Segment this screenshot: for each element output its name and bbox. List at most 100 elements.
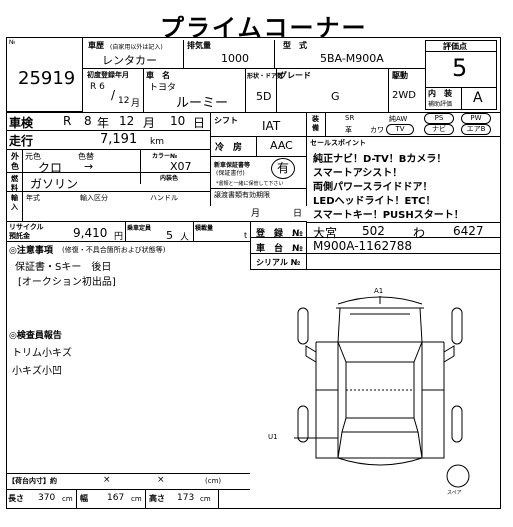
capacity-value: 5	[166, 229, 173, 242]
fuel-label-2: 料	[11, 184, 18, 192]
doors-label: 形状・ドア数	[247, 73, 284, 80]
first-reg-era: R 6	[90, 82, 105, 92]
inspector-heading: ◎検査員報告	[9, 331, 62, 341]
model-label: 型 式	[283, 41, 307, 50]
equip-airbag: エアB	[461, 124, 491, 135]
interior-grade: A	[473, 90, 483, 106]
score-label: 評価点	[443, 42, 467, 51]
sales-point-5: スマートキー！PUSHスタート！	[313, 210, 464, 221]
note-line-2: [オークション初出品]	[18, 277, 116, 288]
import-label-2: 入	[11, 203, 18, 211]
inspection-label: 車検	[9, 116, 34, 130]
recycle-value: 9,410	[73, 226, 108, 240]
sales-point-4: LEDヘッドライト！ETC！	[313, 196, 436, 207]
diagram-label-a1: A1	[374, 287, 384, 295]
color-value: クロ	[38, 161, 63, 175]
capacity-unit: 人	[180, 233, 190, 243]
notes-heading-sub: (修復・不具合箇所および状態等)	[62, 246, 166, 254]
length-label: 長さ	[8, 494, 24, 503]
cargo-unit: (cm)	[205, 477, 222, 485]
reg-area: 大宮	[313, 226, 338, 240]
car-history-label: 車歴	[88, 41, 104, 50]
first-reg-slash: /	[111, 88, 116, 102]
registration-label: 登 録 №	[256, 229, 303, 239]
inspection-era: R	[63, 114, 72, 128]
first-reg-month-unit: 月	[131, 99, 141, 109]
maker-value: トヨタ	[149, 83, 177, 93]
serial-label: シリアル №	[256, 258, 301, 267]
car-damage-diagram	[294, 296, 470, 488]
equipment-label-2: 備	[312, 124, 319, 132]
note-line-1: 保証書・Sキー 後日	[15, 262, 112, 273]
equip-leather: 革	[345, 126, 352, 134]
fuel-label-1: 燃	[11, 175, 18, 183]
aircon-value: AAC	[270, 139, 293, 152]
transfer-label: 譲渡書類有効期限	[214, 191, 270, 199]
recycle-unit: 円	[114, 232, 124, 242]
sales-point-2: スマートアシスト！	[313, 168, 403, 179]
import-year-label: 年式	[26, 194, 40, 202]
model-value: 5BA-M900A	[320, 52, 384, 65]
grade-label: グレード	[279, 71, 311, 80]
inspector-line-2: 小キズ小凹	[12, 366, 62, 377]
width-value: 167	[107, 493, 125, 503]
first-reg-month: 12	[118, 96, 130, 106]
chassis-label: 車 台 №	[256, 244, 303, 254]
inspection-month-unit: 月	[143, 116, 156, 130]
sheet-frame	[6, 37, 501, 509]
handle-label: ハンドル	[150, 194, 178, 202]
drive-label: 駆動	[392, 71, 408, 80]
length-value: 370	[38, 493, 56, 503]
interior-sub-label: 補助評価	[428, 101, 453, 108]
recycle-label-1: リサイクル	[9, 223, 44, 231]
car-history-note: (自家用以外は記入)	[110, 44, 163, 51]
first-reg-label: 初度登録年月	[87, 71, 129, 79]
car-name-value: ルーミー	[176, 96, 229, 111]
equip-ps: PS	[424, 113, 454, 124]
displacement-label: 排気量	[187, 41, 211, 50]
transfer-month-unit: 月	[251, 209, 261, 219]
lot-number: 25919	[18, 68, 76, 89]
original-color-label: 元色	[25, 152, 41, 161]
warranty-note: *書類と一緒に保管して下さい	[216, 181, 284, 187]
inspection-day-unit: 日	[193, 116, 206, 130]
equip-tv: TV	[386, 124, 414, 135]
inspector-line-1: トリム小キズ	[12, 348, 72, 359]
load-label: 積載量	[195, 225, 214, 232]
sales-points-label: セールスポイント	[310, 139, 366, 147]
width-label: 幅	[80, 494, 88, 503]
length-unit: cm	[62, 495, 73, 503]
sales-point-3: 両側パワースライドドア！	[313, 182, 433, 193]
color-change-label: 色替	[78, 152, 94, 161]
mileage-value: 7,191	[100, 132, 138, 147]
color-arrow: →	[84, 160, 94, 173]
height-unit: cm	[200, 495, 211, 503]
mileage-label: 走行	[9, 134, 34, 148]
reg-number: 6427	[453, 224, 484, 238]
inspection-year-unit: 年	[97, 116, 110, 130]
shift-label: シフト	[214, 116, 238, 125]
height-value: 173	[177, 493, 195, 503]
car-history-value: レンタカー	[102, 54, 157, 67]
capacity-label: 乗車定員	[127, 225, 152, 232]
import-label-1: 輸	[11, 194, 18, 202]
equip-sr: SR	[345, 114, 355, 122]
color-code-value: X07	[170, 160, 192, 173]
diagram-spare-label: スペア	[447, 490, 462, 496]
load-unit: t	[244, 231, 248, 240]
grade-value: G	[331, 90, 340, 103]
reg-class: 502	[362, 224, 385, 238]
sales-point-1: 純正ナビ！D-TV！Bカメラ！	[313, 154, 447, 165]
diagram-label-u1: U1	[268, 433, 278, 441]
mileage-unit: km	[150, 137, 164, 147]
transfer-day-unit: 日	[293, 209, 303, 219]
drive-value: 2WD	[392, 90, 416, 101]
equip-pw: PW	[461, 113, 491, 124]
fuel-value: ガソリン	[30, 177, 79, 191]
interior-color-label: 内装色	[160, 175, 179, 182]
lot-no-label: №	[9, 39, 16, 46]
lot-number-box	[6, 37, 83, 112]
warranty-value: 有	[271, 158, 295, 179]
equip-awd: 純AW	[389, 115, 408, 123]
recycle-label-2: 預託金	[9, 232, 30, 240]
